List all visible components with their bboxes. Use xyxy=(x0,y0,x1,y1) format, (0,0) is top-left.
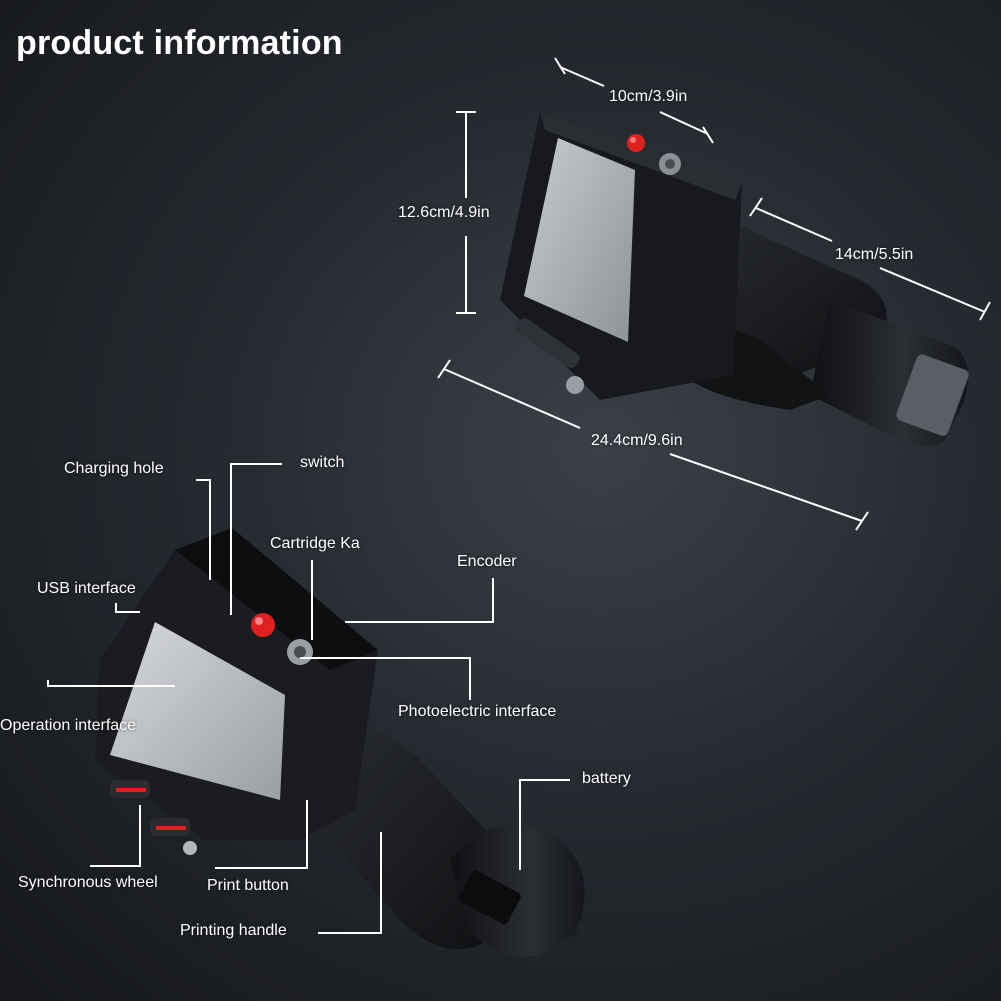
callout-lines xyxy=(47,463,570,934)
synchronous-wheel-label: Synchronous wheel xyxy=(18,874,158,891)
printer-top-view xyxy=(500,112,969,446)
usb-interface-label: USB interface xyxy=(37,580,136,597)
battery-label: battery xyxy=(582,770,631,787)
printer-front-view xyxy=(95,528,585,958)
dimension-depth-label: 14cm/5.5in xyxy=(835,246,914,263)
operation-interface-label: Operation interface xyxy=(0,717,137,734)
printer-front-red-button xyxy=(251,613,275,637)
charging-hole-label: Charging hole xyxy=(64,460,164,477)
printer-top-red-button xyxy=(627,134,645,152)
printer-top-rollers xyxy=(516,318,584,394)
dimension-height-label: 12.6cm/4.9in xyxy=(398,204,490,221)
printer-front-sync-wheels xyxy=(110,780,197,855)
dimension-length-label: 24.4cm/9.6in xyxy=(591,432,683,449)
cartridge-label: Cartridge Ka xyxy=(270,535,360,552)
switch-label: switch xyxy=(300,454,345,471)
printer-front-battery xyxy=(450,824,585,958)
printing-handle-label: Printing handle xyxy=(180,922,287,939)
page-title: product information xyxy=(16,24,343,62)
printer-top-screen xyxy=(524,138,635,342)
dimension-width-label: 10cm/3.9in xyxy=(609,88,688,105)
photoelectric-interface-label: Photoelectric interface xyxy=(398,703,557,720)
printer-front-screen xyxy=(110,622,285,800)
printer-top-battery-label xyxy=(896,354,969,436)
dimension-lines xyxy=(437,57,991,531)
encoder-label: Encoder xyxy=(457,553,517,570)
print-button-label: Print button xyxy=(207,877,289,894)
